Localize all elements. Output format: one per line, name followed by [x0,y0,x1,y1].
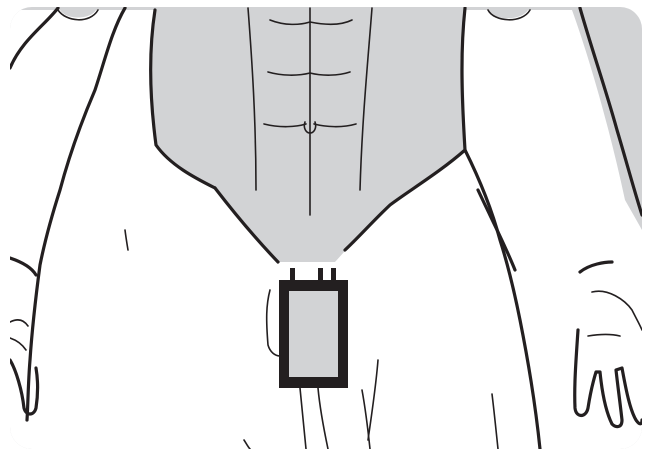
device-screen [289,291,338,377]
device-pin-middle [318,268,323,282]
device-pin-left [290,268,295,282]
device-pin-right [331,268,336,282]
medical-device [279,268,348,388]
